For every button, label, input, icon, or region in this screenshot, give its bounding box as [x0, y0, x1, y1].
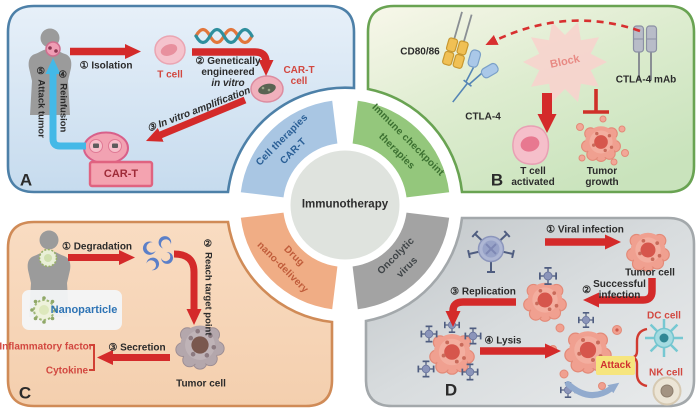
immune-response-swoosh-arrow: [565, 381, 620, 398]
reinfusion-label: ④ Reinfusion: [57, 69, 69, 133]
center-immunotherapy-label: Immunotherapy: [301, 198, 389, 211]
inflammatory-factor-label: Inflammatory factor: [0, 341, 93, 353]
cytokine-label: Cytokine: [45, 365, 89, 377]
attack-label: Attack: [600, 360, 631, 371]
successful-infection-arrow: [583, 278, 656, 308]
panel-c-letter: C: [18, 383, 32, 403]
panel-a-letter: A: [19, 170, 33, 190]
replication-arrow: [445, 298, 516, 327]
tumor-cell-c-label: Tumor cell: [176, 378, 226, 390]
attack-box: Attack: [596, 356, 635, 375]
car-t-cell-label: CAR-T cell: [283, 65, 314, 87]
t-act-line2: activated: [511, 177, 555, 188]
gen-line2: engineered: [201, 67, 255, 79]
block-dashed-arrow: [485, 19, 641, 46]
wedge-oncolytic-virus: [352, 212, 450, 310]
secretion-label: ③ Secretion: [108, 342, 166, 354]
reinfusion-arrow: [45, 58, 86, 150]
dna-helix-icon: [194, 27, 254, 45]
panel-c-background: [6, 220, 334, 408]
isolation-label: ① Isolation: [79, 60, 133, 72]
dc-cell-icon: [645, 319, 683, 357]
dc-cell-label: DC cell: [647, 310, 681, 322]
succ-line2: infection: [598, 290, 641, 301]
successful-infection-label: ② Successful infection: [582, 279, 646, 301]
cart-cell-line1: CAR-T: [283, 64, 315, 76]
tumor-cell-d-label: Tumor cell: [625, 267, 675, 279]
car-t-cell-icon: [250, 75, 284, 103]
replication-label: ③ Replication: [450, 286, 516, 298]
tumor-in-body-icon: [45, 41, 61, 57]
panel-d-letter: D: [444, 380, 458, 400]
ctla-4-label: CTLA-4: [465, 111, 501, 123]
car-t-cluster-icon: [83, 131, 129, 165]
reach-target-label: ② Reach target point: [202, 238, 214, 336]
wedge-cell-therapies: [240, 100, 338, 198]
cd80-86-receptor-icon: [442, 11, 473, 69]
genetically-engineered-arrow: [192, 48, 274, 76]
attack-tumor-label: ⑤ Attack tumor: [35, 66, 47, 138]
tumor-growth-inhibition-bar: [583, 89, 609, 114]
wedge-drug-nano-delivery: [240, 212, 338, 310]
nk-cell-label: NK cell: [649, 367, 683, 379]
nk-cell-icon: [652, 376, 682, 406]
wedge-immune-checkpoint: [352, 100, 450, 198]
cd80-86-label: CD80/86: [400, 46, 440, 58]
nanoparticle-legend-box: [22, 290, 122, 330]
growth-line1: Tumor: [586, 165, 618, 177]
viral-infection-label: ① Viral infection: [546, 224, 624, 236]
succ-line1: Successful: [593, 278, 646, 290]
t-cell-activated-label: T cell activated: [511, 166, 554, 188]
succ-num: ②: [582, 284, 592, 296]
tumor-cell-d-icon: [626, 232, 670, 272]
amplification-arrow: [145, 96, 247, 142]
ctla-4-mab-label: CTLA-4 mAb: [615, 74, 677, 86]
car-t-box: [88, 160, 154, 188]
genetically-engineered-label: ② Genetically engineered in vitro: [195, 56, 260, 90]
growth-line2: growth: [585, 177, 619, 188]
ctla-4-receptor-icon: [452, 49, 499, 103]
reach-target-arrow: [173, 250, 202, 325]
t-cell-activated-icon: [512, 125, 550, 165]
degraded-fragments-icon: [142, 236, 174, 271]
secretion-bracket: [89, 344, 95, 371]
tumor-growth-icon: [576, 115, 629, 166]
ctla-4-mab-icon: [632, 25, 658, 80]
nanoparticle-label: Nanoparticle: [50, 303, 118, 316]
oncolytic-virus-icon: [467, 230, 515, 273]
degradation-label: ① Degradation: [61, 241, 133, 253]
tumor-growth-label: Tumor growth: [585, 166, 618, 188]
block-starburst: [523, 22, 607, 102]
gen-line3: in vitro: [211, 78, 245, 90]
gen-line1: ② Genetically: [195, 56, 261, 68]
car-t-box-label: CAR-T: [103, 167, 139, 180]
t-cell-icon: [154, 35, 186, 65]
nanoparticle-in-body-icon: [38, 248, 58, 268]
t-act-line1: T cell: [520, 165, 546, 177]
lysis-label: ④ Lysis: [484, 335, 522, 347]
center-circle: [287, 147, 403, 263]
tumor-cell-c-icon: [175, 325, 225, 370]
cart-cell-line2: cell: [290, 76, 308, 87]
panel-b-letter: B: [490, 170, 504, 190]
t-cell-label: T cell: [157, 69, 183, 81]
